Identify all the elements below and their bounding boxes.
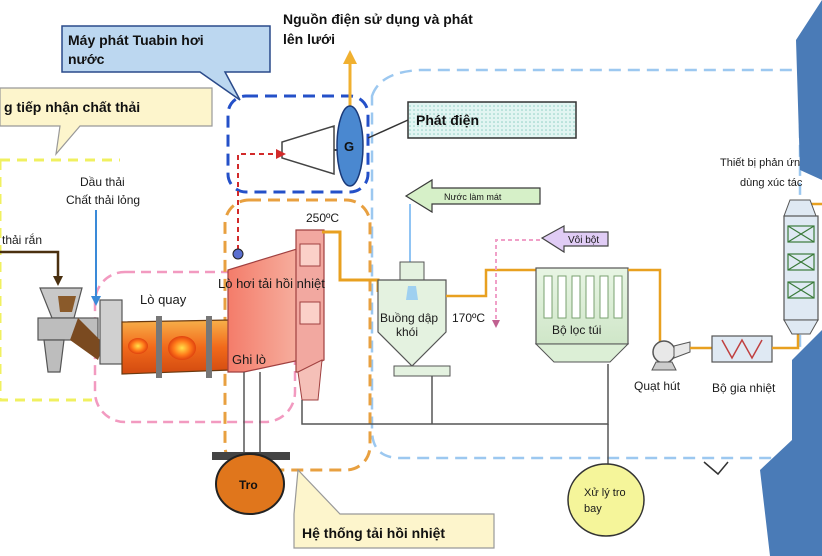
- ash-chute-left: [43, 339, 65, 373]
- fan-outlet: [673, 341, 691, 359]
- cooling-water-label: Nước làm mát: [444, 192, 502, 202]
- liquid-waste-label: Chất thải lỏng: [66, 193, 140, 207]
- cooling-water-arrow: [404, 178, 541, 214]
- fly-ash-line: [301, 364, 609, 425]
- quench-chamber-label-2: khói: [396, 325, 418, 339]
- burner-box: [99, 299, 123, 365]
- waste-reception-callout: [0, 87, 213, 156]
- bag-filter-label: Bộ lọc túi: [552, 323, 601, 337]
- superheater-1: [299, 243, 321, 267]
- quench-chamber-top: [399, 261, 425, 281]
- fly-ash-label-2: bay: [584, 503, 602, 515]
- power-output-label: Nguồn điện sử dụng và phát: [283, 11, 473, 27]
- power-output-arrow: [343, 50, 357, 64]
- turbine-shape: [281, 124, 335, 176]
- catalytic-reactor-top: [783, 199, 817, 217]
- fly-ash-container: [567, 463, 645, 537]
- steam-line: [237, 153, 280, 250]
- lime-powder-drop: [492, 320, 500, 328]
- turbine-label: Máy phát Tuabin hơi: [68, 32, 204, 48]
- flue-pipe-1: [446, 268, 536, 298]
- quench-spray: [406, 286, 418, 300]
- right-blue-shape: [760, 0, 822, 556]
- flue-pipe-2: [628, 268, 662, 344]
- reception-zone-boundary: [0, 158, 120, 402]
- heat-recovery-boiler-label: Lò hơi tải hồi nhiệt: [218, 276, 325, 291]
- heater-label: Bộ gia nhiệt: [712, 381, 776, 395]
- waste-oil-label: Dầu thải: [80, 175, 125, 189]
- superheater-2: [299, 301, 321, 325]
- solid-waste-label: thải rắn: [2, 232, 42, 247]
- generator-symbol: G: [344, 139, 354, 154]
- kiln-fire: [168, 336, 196, 360]
- feeder-chute: [70, 318, 104, 360]
- solid-waste-line: [0, 250, 60, 278]
- boiler-hopper: [297, 359, 323, 401]
- turbine-label-2: nước: [68, 51, 105, 67]
- generator-callout-pointer: [367, 119, 409, 139]
- heat-recovery-system-label: Hệ thống tải hồi nhiệt: [302, 525, 445, 541]
- quench-chamber-label: Buồng dập: [380, 311, 438, 325]
- combustion-chamber: [227, 247, 301, 373]
- rotary-kiln-label: Lò quay: [140, 292, 187, 307]
- induced-draft-fan: [652, 340, 676, 364]
- bag-filter-bags: [543, 275, 623, 319]
- ash-container: [215, 453, 285, 515]
- catalytic-reactor-bottom: [783, 319, 819, 335]
- kiln-fire-2: [128, 338, 148, 354]
- quench-base: [393, 365, 451, 377]
- steam-arrow: [276, 149, 286, 159]
- kiln-ring-1: [156, 316, 162, 378]
- steam-valve: [232, 248, 244, 260]
- power-output-label-2: lên lưới: [283, 31, 335, 47]
- catalytic-reactor-label-2: dùng xúc tác: [740, 177, 803, 189]
- ash-label: Tro: [239, 478, 258, 492]
- kiln-ring-2: [206, 316, 212, 378]
- temp-250-label: 250ºC: [306, 211, 339, 225]
- catalytic-reactor: [783, 215, 819, 321]
- heat-recovery-callout: [293, 468, 495, 549]
- waste-reception-label: g tiếp nhận chất thải: [4, 99, 140, 115]
- turbine-callout: [61, 25, 271, 101]
- lime-powder-line: [495, 239, 540, 322]
- turbine-zone-boundary: [226, 94, 370, 194]
- temp-170-label: 170ºC: [452, 311, 485, 325]
- heater-coil: [721, 338, 763, 360]
- waste-pile: [58, 296, 76, 312]
- liquid-waste-arrow: [91, 296, 101, 306]
- corner-arrow: [703, 461, 729, 476]
- solid-waste-arrow: [53, 276, 63, 286]
- catalytic-reactor-label: Thiết bị phản ứn: [720, 157, 800, 169]
- fly-ash-label: Xử lý tro: [584, 487, 626, 499]
- quench-chamber: [377, 279, 447, 367]
- fan-label: Quạt hút: [634, 379, 681, 393]
- fan-base: [651, 361, 677, 371]
- generator-label: Phát điện: [416, 112, 479, 128]
- lime-powder-label: Vôi bột: [568, 235, 599, 246]
- generator-shape: [336, 105, 364, 187]
- generator-callout: [407, 101, 577, 139]
- catalyst-layers: [787, 225, 815, 299]
- lime-powder-arrow: [540, 224, 609, 254]
- bag-filter-hopper: [534, 343, 630, 363]
- grate-label: Ghi lò: [232, 352, 266, 367]
